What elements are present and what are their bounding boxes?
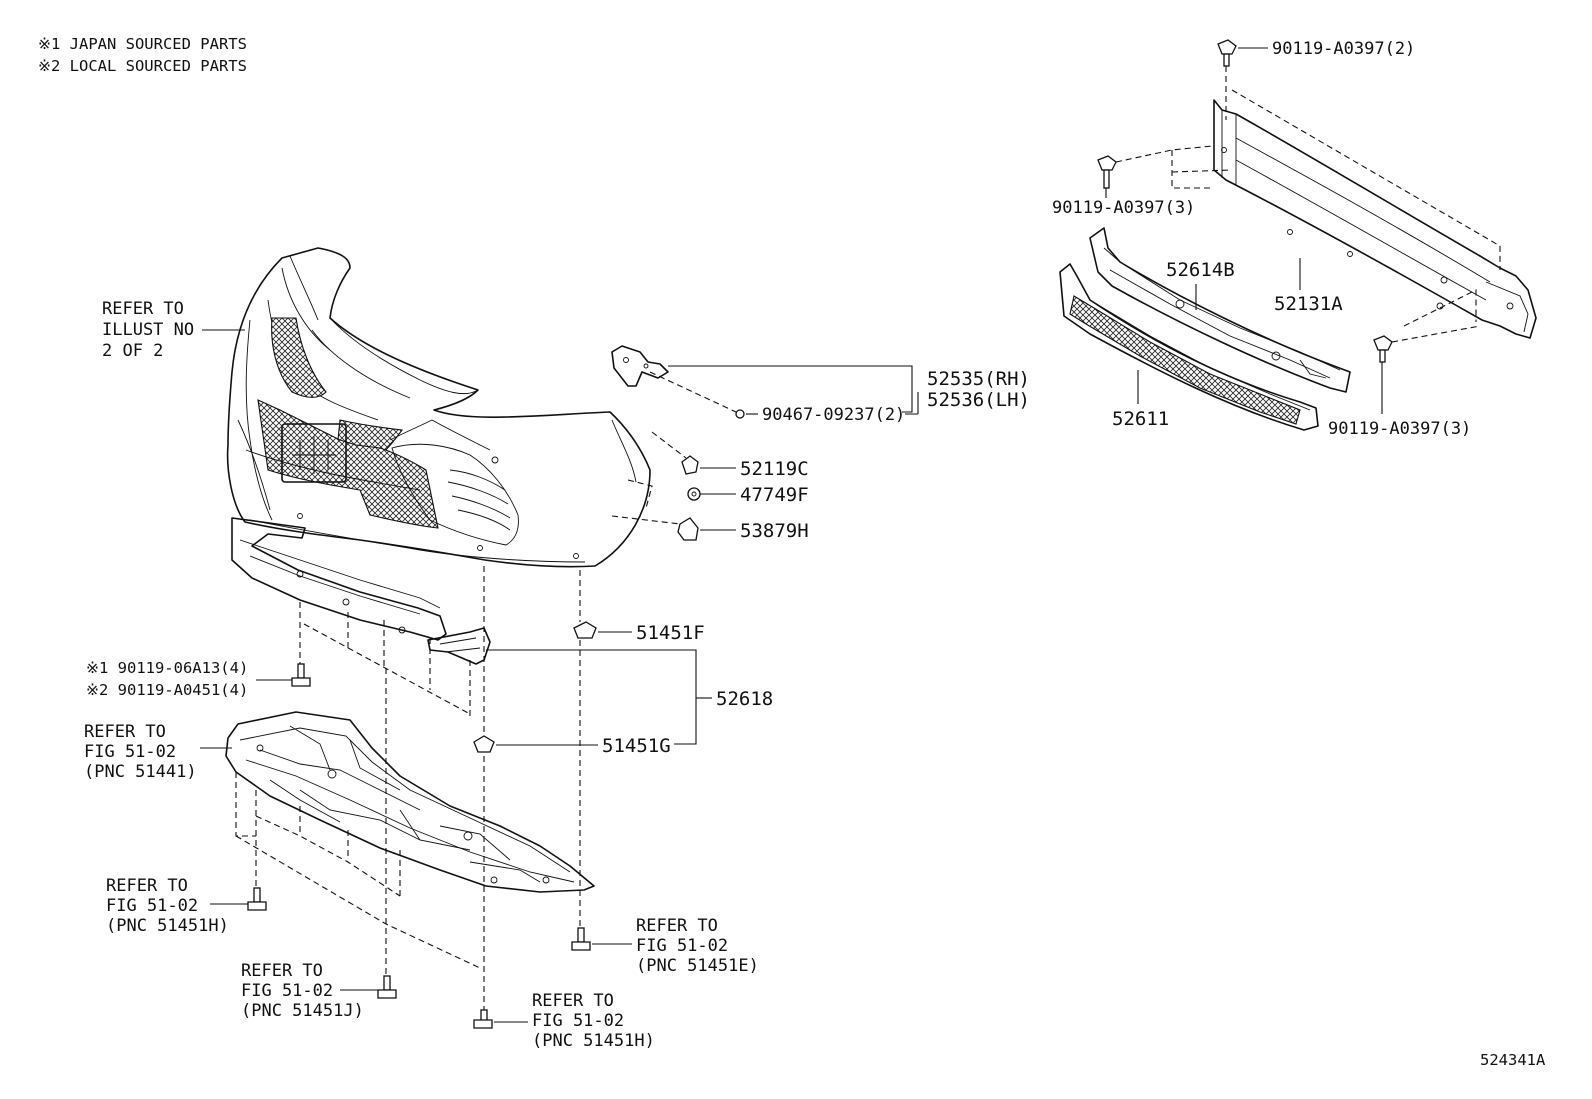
small-clips: 52119C 47749F 53879H	[611, 431, 809, 542]
bolt-51451h-bottom: REFER TO FIG 51-02 (PNC 51451H)	[473, 991, 655, 1051]
undercover-dash-lines	[235, 640, 581, 1010]
label-90119-a0451: ※2 90119-A0451(4)	[86, 681, 248, 699]
refer-51451h-b-line3: (PNC 51451H)	[532, 1031, 655, 1051]
refer-51451h-b-line1: REFER TO	[532, 991, 614, 1011]
energy-absorber: 52614B	[1089, 227, 1351, 393]
label-51451f: 51451F	[636, 622, 705, 644]
label-53879h: 53879H	[740, 520, 809, 542]
label-51451g: 51451G	[602, 735, 671, 757]
label-47749f: 47749F	[740, 484, 809, 506]
refer-51441-line3: (PNC 51441)	[84, 762, 197, 782]
label-90119-06a13: ※1 90119-06A13(4)	[86, 659, 248, 677]
refer-51451e-line2: FIG 51-02	[636, 936, 728, 956]
refer-51451j-line2: FIG 51-02	[241, 981, 333, 1001]
lower-absorber: 52611	[1059, 263, 1319, 431]
front-bumper-cover	[226, 247, 651, 568]
label-52119c: 52119C	[740, 458, 809, 480]
label-52614b: 52614B	[1166, 259, 1235, 281]
notes-block: ※1 JAPAN SOURCED PARTS ※2 LOCAL SOURCED …	[38, 35, 247, 75]
refer-51451h-a-line3: (PNC 51451H)	[106, 916, 229, 936]
clip-51451f: 51451F	[573, 621, 705, 644]
engine-under-cover: REFER TO FIG 51-02 (PNC 51441)	[84, 711, 595, 893]
bumper-reinforcement: 90119-A0397(2) 52131A 90119-A0397(3) 901…	[1052, 39, 1537, 439]
illustration-id: 524341A	[1480, 1051, 1546, 1069]
label-90119-a0397-top: 90119-A0397(2)	[1272, 39, 1415, 59]
note-japan-sourced: ※1 JAPAN SOURCED PARTS	[38, 35, 247, 53]
refer-51451j-line1: REFER TO	[241, 961, 323, 981]
refer-illust-callout: REFER TO ILLUST NO 2 OF 2	[102, 299, 245, 361]
label-52131a: 52131A	[1274, 293, 1343, 315]
refer-51451e-line1: REFER TO	[636, 916, 718, 936]
refer-51441-line2: FIG 51-02	[84, 742, 176, 762]
bolt-51451e: REFER TO FIG 51-02 (PNC 51451E)	[571, 916, 759, 976]
clip-51451g: 51451G	[473, 735, 671, 757]
refer-51451h-a-line1: REFER TO	[106, 876, 188, 896]
refer-illust-line2: ILLUST NO	[102, 320, 194, 340]
label-52611: 52611	[1112, 408, 1169, 430]
bolt-51451h-left: REFER TO FIG 51-02 (PNC 51451H)	[106, 876, 267, 936]
bolt-90119-06a13: ※1 90119-06A13(4) ※2 90119-A0451(4)	[86, 659, 311, 699]
refer-51441-line1: REFER TO	[84, 722, 166, 742]
refer-51451h-a-line2: FIG 51-02	[106, 896, 198, 916]
label-52536-lh: 52536(LH)	[927, 389, 1030, 411]
refer-51451h-b-line2: FIG 51-02	[532, 1011, 624, 1031]
bolt-51451j: REFER TO FIG 51-02 (PNC 51451J)	[241, 961, 397, 1021]
spoiler-dash-lines	[299, 566, 581, 742]
label-52618: 52618	[716, 688, 773, 710]
label-90119-a0397-left: 90119-A0397(3)	[1052, 198, 1195, 218]
refer-illust-line1: REFER TO	[102, 299, 184, 319]
label-52535-rh: 52535(RH)	[927, 368, 1030, 390]
refer-51451e-line3: (PNC 51451E)	[636, 956, 759, 976]
label-90467-09237: 90467-09237(2)	[762, 405, 905, 425]
refer-51451j-line3: (PNC 51451J)	[241, 1001, 364, 1021]
side-retainer: 90467-09237(2) 52535(RH) 52536(LH)	[611, 345, 1030, 425]
label-90119-a0397-right: 90119-A0397(3)	[1328, 419, 1471, 439]
note-local-sourced: ※2 LOCAL SOURCED PARTS	[38, 57, 247, 75]
refer-illust-line3: 2 OF 2	[102, 341, 163, 361]
